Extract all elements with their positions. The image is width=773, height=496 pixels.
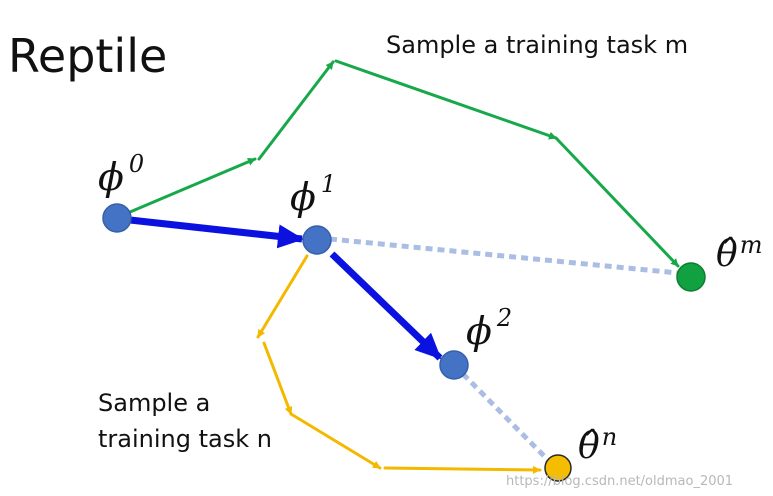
node-phi2 <box>439 350 469 380</box>
label-theta-n: θ̂n <box>578 423 617 467</box>
label-phi1-sup: 1 <box>321 170 336 198</box>
node-theta-n <box>544 454 572 482</box>
task-m-step-1 <box>128 157 257 214</box>
label-theta-n-symbol: θ̂ <box>578 426 600 467</box>
label-phi1-symbol: ϕ <box>290 175 316 219</box>
label-theta-m-symbol: θ̂ <box>716 234 738 275</box>
task-m-path <box>128 59 680 268</box>
task-m-step-3 <box>334 59 558 140</box>
task-n-path <box>256 254 542 474</box>
dotted-link-phi2-theta-n <box>461 372 550 462</box>
caption-task-m: Sample a training task m <box>386 31 688 59</box>
task-m-step-4 <box>554 136 680 268</box>
caption-task-n-line1: Sample a <box>98 389 210 417</box>
node-phi1 <box>302 225 332 255</box>
watermark: https://blog.csdn.net/oldmao_2001 <box>506 474 733 489</box>
label-theta-m: θ̂m <box>716 231 762 275</box>
caption-task-n-line2: training task n <box>98 425 272 453</box>
node-theta-m <box>676 262 706 292</box>
task-m-step-2 <box>257 60 335 161</box>
label-theta-m-sup: m <box>740 231 763 259</box>
label-phi2-sup: 2 <box>496 304 512 332</box>
update-arrow-phi1-phi2 <box>329 251 443 361</box>
label-theta-n-sup: n <box>602 423 617 451</box>
label-phi2-symbol: ϕ <box>466 309 492 353</box>
label-phi0-sup: 0 <box>129 150 144 178</box>
task-n-step-3 <box>289 412 382 470</box>
node-phi0 <box>102 203 132 233</box>
title: Reptile <box>8 29 167 83</box>
task-n-step-1 <box>256 254 309 339</box>
task-n-step-2 <box>262 341 293 416</box>
label-phi0-symbol: ϕ <box>98 155 124 199</box>
dotted-link-phi1-theta-m <box>329 236 679 276</box>
task-n-step-4 <box>383 465 542 474</box>
update-arrow-phi0-phi1 <box>129 216 304 249</box>
